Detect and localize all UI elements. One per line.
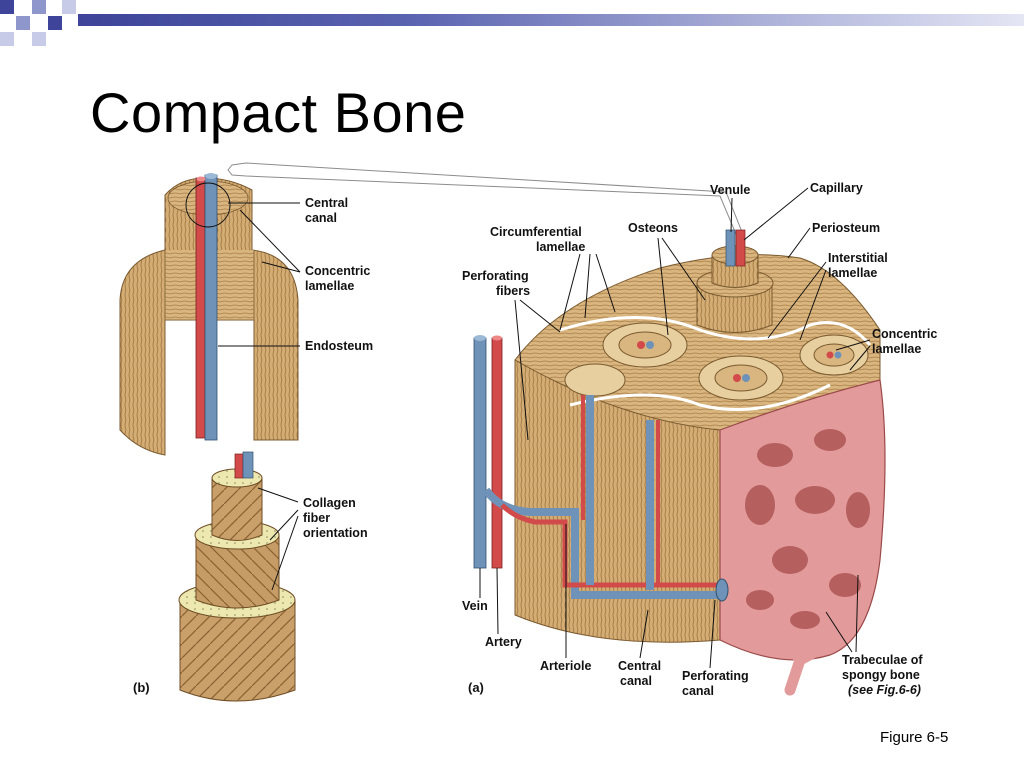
label-a-venule: Venule	[710, 183, 750, 197]
panel-a-tag: (a)	[468, 680, 484, 695]
slide-title: Compact Bone	[90, 81, 467, 144]
panel-a-labels: Venule Capillary Periosteum Osteons Circ…	[462, 181, 937, 698]
label-b-endosteum: Endosteum	[305, 339, 373, 353]
panel-b-stacked-lamellae	[178, 451, 296, 702]
label-a-vein: Vein	[462, 599, 488, 613]
figure-caption: Figure 6-5	[880, 729, 949, 746]
label-a-artery: Artery	[485, 635, 522, 649]
panel-b-tag: (b)	[133, 680, 150, 695]
label-a-arteriole: Arteriole	[540, 659, 591, 673]
label-a-periosteum: Periosteum	[812, 221, 880, 235]
title-accent-bar	[78, 14, 1024, 26]
magnification-callout-arrow	[227, 162, 743, 235]
label-a-see-figure: (see Fig.6-6)	[848, 683, 921, 697]
panel-a-blood-vessels	[473, 335, 729, 602]
panel-b-cylinder	[119, 173, 299, 456]
label-a-capillary: Capillary	[810, 181, 863, 195]
corner-decoration	[0, 0, 76, 46]
panel-a-spongy-bone	[719, 379, 886, 696]
label-a-osteons: Osteons	[628, 221, 678, 235]
